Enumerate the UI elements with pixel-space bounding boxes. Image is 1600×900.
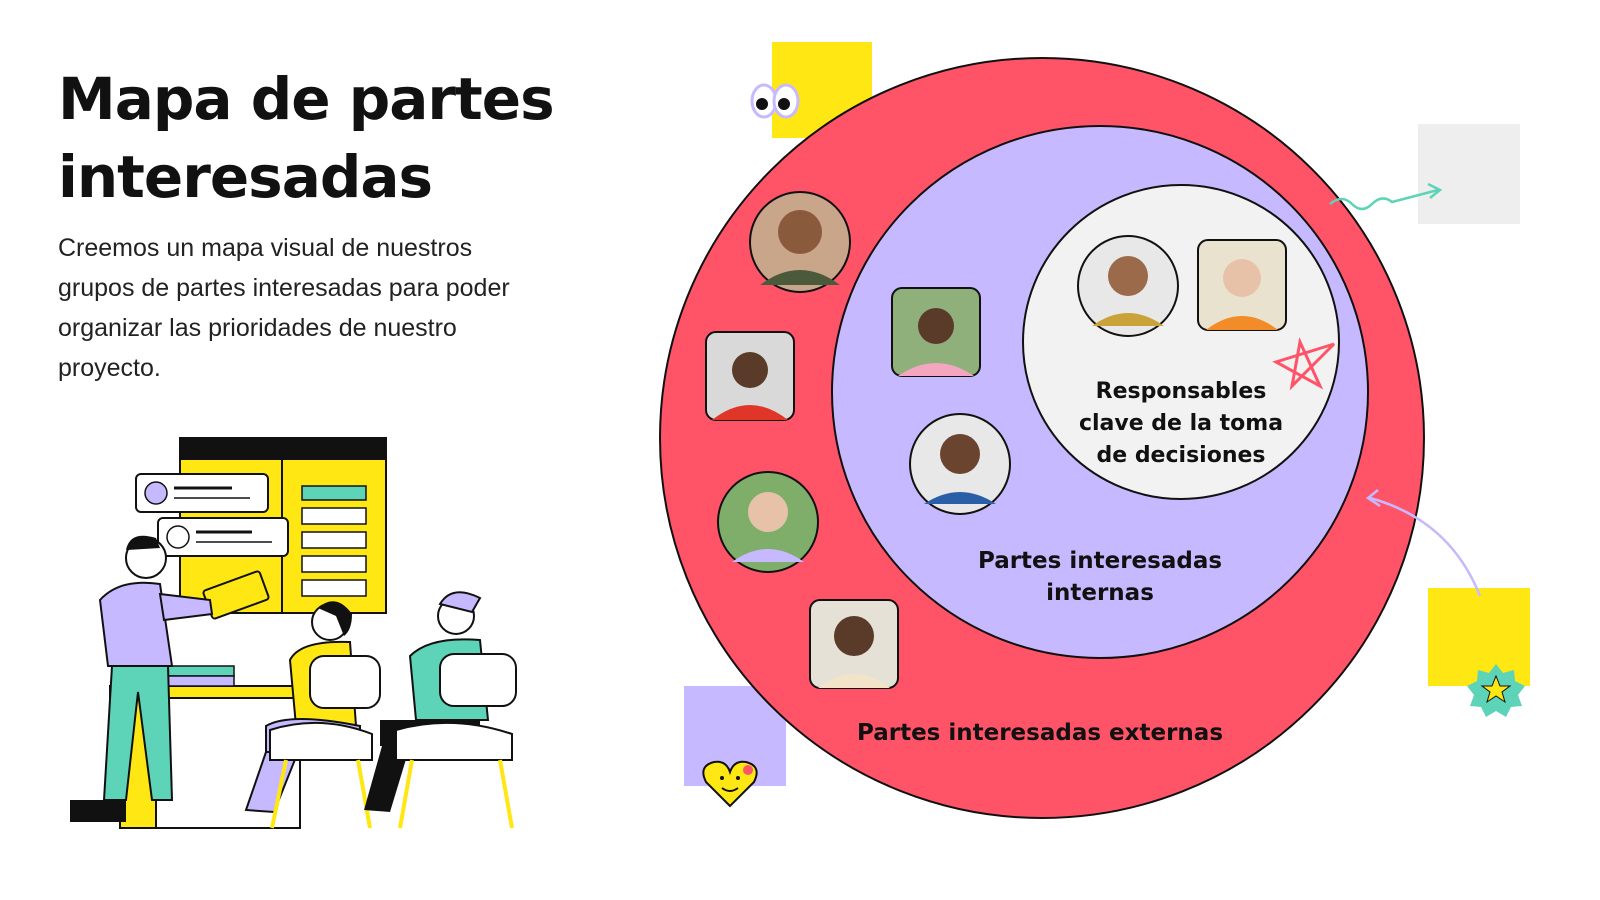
internal-stakeholders-label: Partes interesadas internas [977,548,1223,606]
gray-sticky-note [1418,124,1520,224]
key-decision-makers-label: Responsables clave de la toma de decisio… [1078,379,1284,468]
avatar [749,191,851,293]
avatar [909,413,1011,515]
star-badge-icon [1467,664,1525,717]
avatar [809,599,899,689]
team-meeting-illustration [70,437,517,829]
avatar [1197,239,1287,331]
squiggle-arrow-icon [1329,182,1443,211]
curved-arrow-icon [1365,489,1482,597]
intro-text: Creemos un mapa visual de nuestros grupo… [58,234,510,382]
avatar [1077,235,1179,337]
eyes-icon [750,83,800,119]
avatar [705,331,795,421]
external-stakeholders-label: Partes interesadas externas [856,720,1224,746]
stakeholder-diagram [659,42,1530,819]
heart-face-icon [702,760,758,808]
page-title: Mapa de partes interesadas [58,65,555,211]
avatar [891,287,981,377]
yellow-sticky-note-right [1428,588,1530,686]
star-doodle-icon [1272,337,1336,391]
avatar [717,471,819,573]
